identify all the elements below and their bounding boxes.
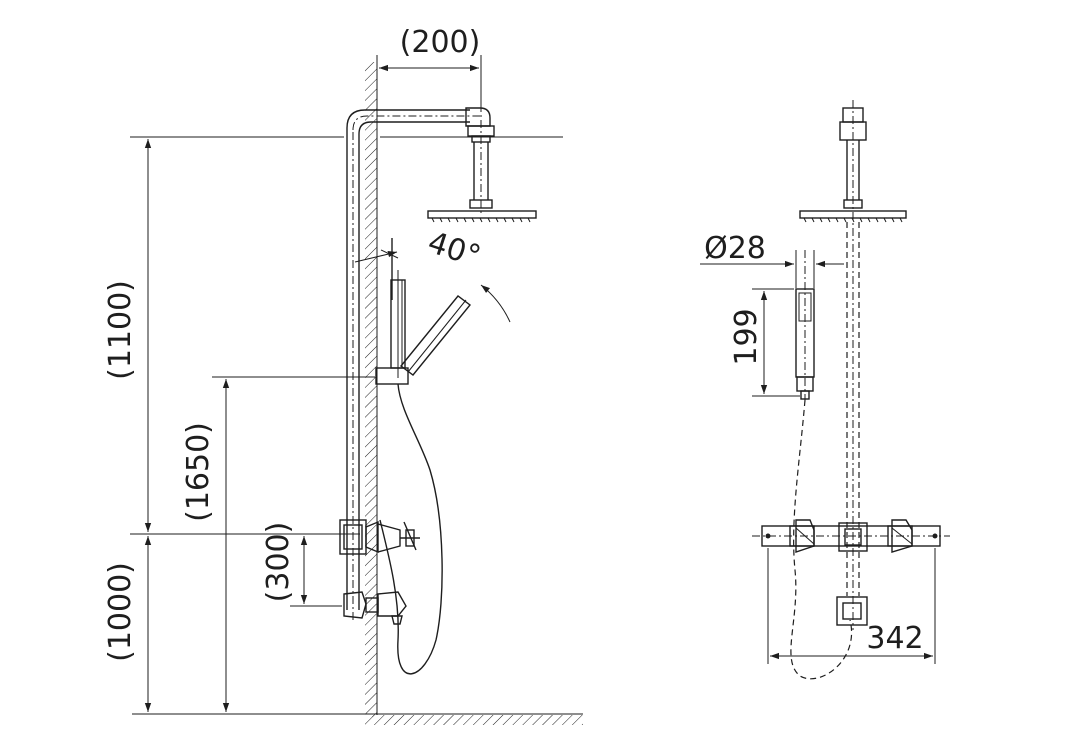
riser-front-hidden	[846, 100, 860, 630]
thermostatic-valve	[339, 519, 420, 555]
dim-342: 342	[767, 548, 936, 664]
tilt-angle-indicator: 40°	[424, 225, 511, 323]
floor-hatch	[365, 715, 583, 725]
shower-head-side	[427, 210, 537, 223]
dim-label-199: 199	[729, 308, 764, 365]
valve-body-front	[752, 519, 950, 553]
dim-label-342: 342	[866, 621, 923, 656]
handshower-vertical	[390, 270, 406, 378]
dim-1650: (1650)	[181, 379, 230, 712]
wall-hatch	[365, 62, 377, 717]
dim-label-200: (200)	[400, 25, 481, 60]
dim-300: (300)	[261, 522, 308, 604]
hose-front-hidden	[790, 399, 853, 680]
front-view: Ø28 199 342	[700, 100, 950, 680]
spout-front	[836, 596, 868, 626]
handshower-holder	[354, 238, 409, 385]
dim-diameter-28: Ø28	[700, 231, 844, 288]
shower-arm-elbow	[465, 104, 495, 214]
riser-pipe	[346, 109, 480, 620]
dim-1100: (1100)	[103, 139, 152, 532]
dim-1000: (1000)	[103, 536, 152, 712]
handshower-tilted	[399, 295, 472, 376]
dim-label-1000: (1000)	[103, 562, 138, 662]
dim-label-1650: (1650)	[181, 422, 216, 522]
handshower-front	[795, 250, 815, 405]
shower-hose	[379, 383, 443, 675]
dim-label-diameter-28: Ø28	[704, 231, 766, 266]
dim-200: (200)	[376, 25, 482, 106]
dim-label-300: (300)	[261, 522, 296, 603]
diverter-spout	[343, 591, 407, 625]
side-view: (200) 40°	[103, 25, 583, 725]
dim-199: 199	[729, 288, 800, 397]
tilt-angle-label: 40°	[424, 225, 485, 275]
dim-label-1100: (1100)	[103, 280, 138, 380]
